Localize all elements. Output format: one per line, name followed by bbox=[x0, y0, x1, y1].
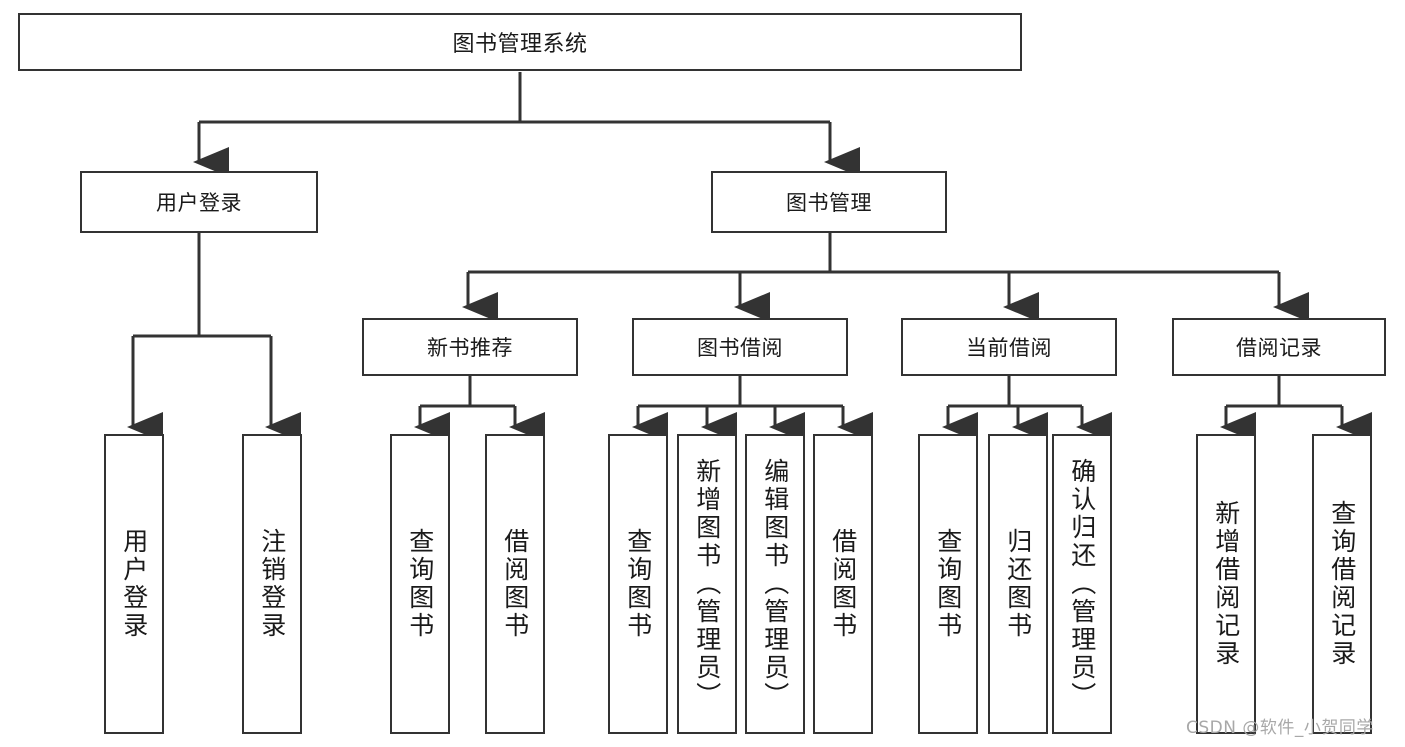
node-root-label: 图书管理系统 bbox=[452, 32, 588, 57]
node-leaf-br-add-record[interactable]: 新增借阅记录 bbox=[1196, 434, 1256, 734]
node-leaf-nbr-borrow-book-label: 借阅图书 bbox=[500, 528, 530, 640]
node-leaf-bb-add-book-label: 新增图书（管理员） bbox=[692, 458, 722, 710]
node-leaf-bb-query-book[interactable]: 查询图书 bbox=[608, 434, 668, 734]
node-root[interactable]: 图书管理系统 bbox=[18, 13, 1022, 71]
node-book-borrow[interactable]: 图书借阅 bbox=[632, 318, 848, 376]
node-leaf-bb-borrow-book-label: 借阅图书 bbox=[828, 528, 858, 640]
node-leaf-cb-confirm-return[interactable]: 确认归还（管理员） bbox=[1052, 434, 1112, 734]
node-leaf-cb-query-book[interactable]: 查询图书 bbox=[918, 434, 978, 734]
node-borrow-record[interactable]: 借阅记录 bbox=[1172, 318, 1386, 376]
node-current-borrow-label: 当前借阅 bbox=[966, 336, 1052, 360]
node-leaf-logout-label: 注销登录 bbox=[257, 528, 287, 640]
node-leaf-nbr-borrow-book[interactable]: 借阅图书 bbox=[485, 434, 545, 734]
node-user-login[interactable]: 用户登录 bbox=[80, 171, 318, 233]
node-leaf-nbr-query-book-label: 查询图书 bbox=[405, 528, 435, 640]
node-leaf-logout[interactable]: 注销登录 bbox=[242, 434, 302, 734]
node-leaf-bb-edit-book-label: 编辑图书（管理员） bbox=[760, 458, 790, 710]
node-book-manage-label: 图书管理 bbox=[786, 191, 872, 215]
node-new-book-recommend[interactable]: 新书推荐 bbox=[362, 318, 578, 376]
node-leaf-user-login-label: 用户登录 bbox=[119, 528, 149, 640]
csdn-watermark: CSDN @软件_小贺同学 bbox=[1186, 718, 1374, 738]
node-book-manage[interactable]: 图书管理 bbox=[711, 171, 947, 233]
node-leaf-cb-return-book-label: 归还图书 bbox=[1003, 528, 1033, 640]
node-leaf-cb-query-book-label: 查询图书 bbox=[933, 528, 963, 640]
node-leaf-cb-return-book[interactable]: 归还图书 bbox=[988, 434, 1048, 734]
node-leaf-nbr-query-book[interactable]: 查询图书 bbox=[390, 434, 450, 734]
node-leaf-br-query-record-label: 查询借阅记录 bbox=[1327, 500, 1357, 668]
node-leaf-cb-confirm-return-label: 确认归还（管理员） bbox=[1067, 458, 1097, 710]
node-user-login-label: 用户登录 bbox=[156, 191, 242, 215]
node-leaf-user-login[interactable]: 用户登录 bbox=[104, 434, 164, 734]
node-borrow-record-label: 借阅记录 bbox=[1236, 336, 1322, 360]
node-leaf-bb-edit-book[interactable]: 编辑图书（管理员） bbox=[745, 434, 805, 734]
node-leaf-bb-borrow-book[interactable]: 借阅图书 bbox=[813, 434, 873, 734]
node-new-book-recommend-label: 新书推荐 bbox=[427, 336, 513, 360]
node-leaf-br-query-record[interactable]: 查询借阅记录 bbox=[1312, 434, 1372, 734]
node-leaf-br-add-record-label: 新增借阅记录 bbox=[1211, 500, 1241, 668]
node-leaf-bb-query-book-label: 查询图书 bbox=[623, 528, 653, 640]
node-current-borrow[interactable]: 当前借阅 bbox=[901, 318, 1117, 376]
node-leaf-bb-add-book[interactable]: 新增图书（管理员） bbox=[677, 434, 737, 734]
node-book-borrow-label: 图书借阅 bbox=[697, 336, 783, 360]
